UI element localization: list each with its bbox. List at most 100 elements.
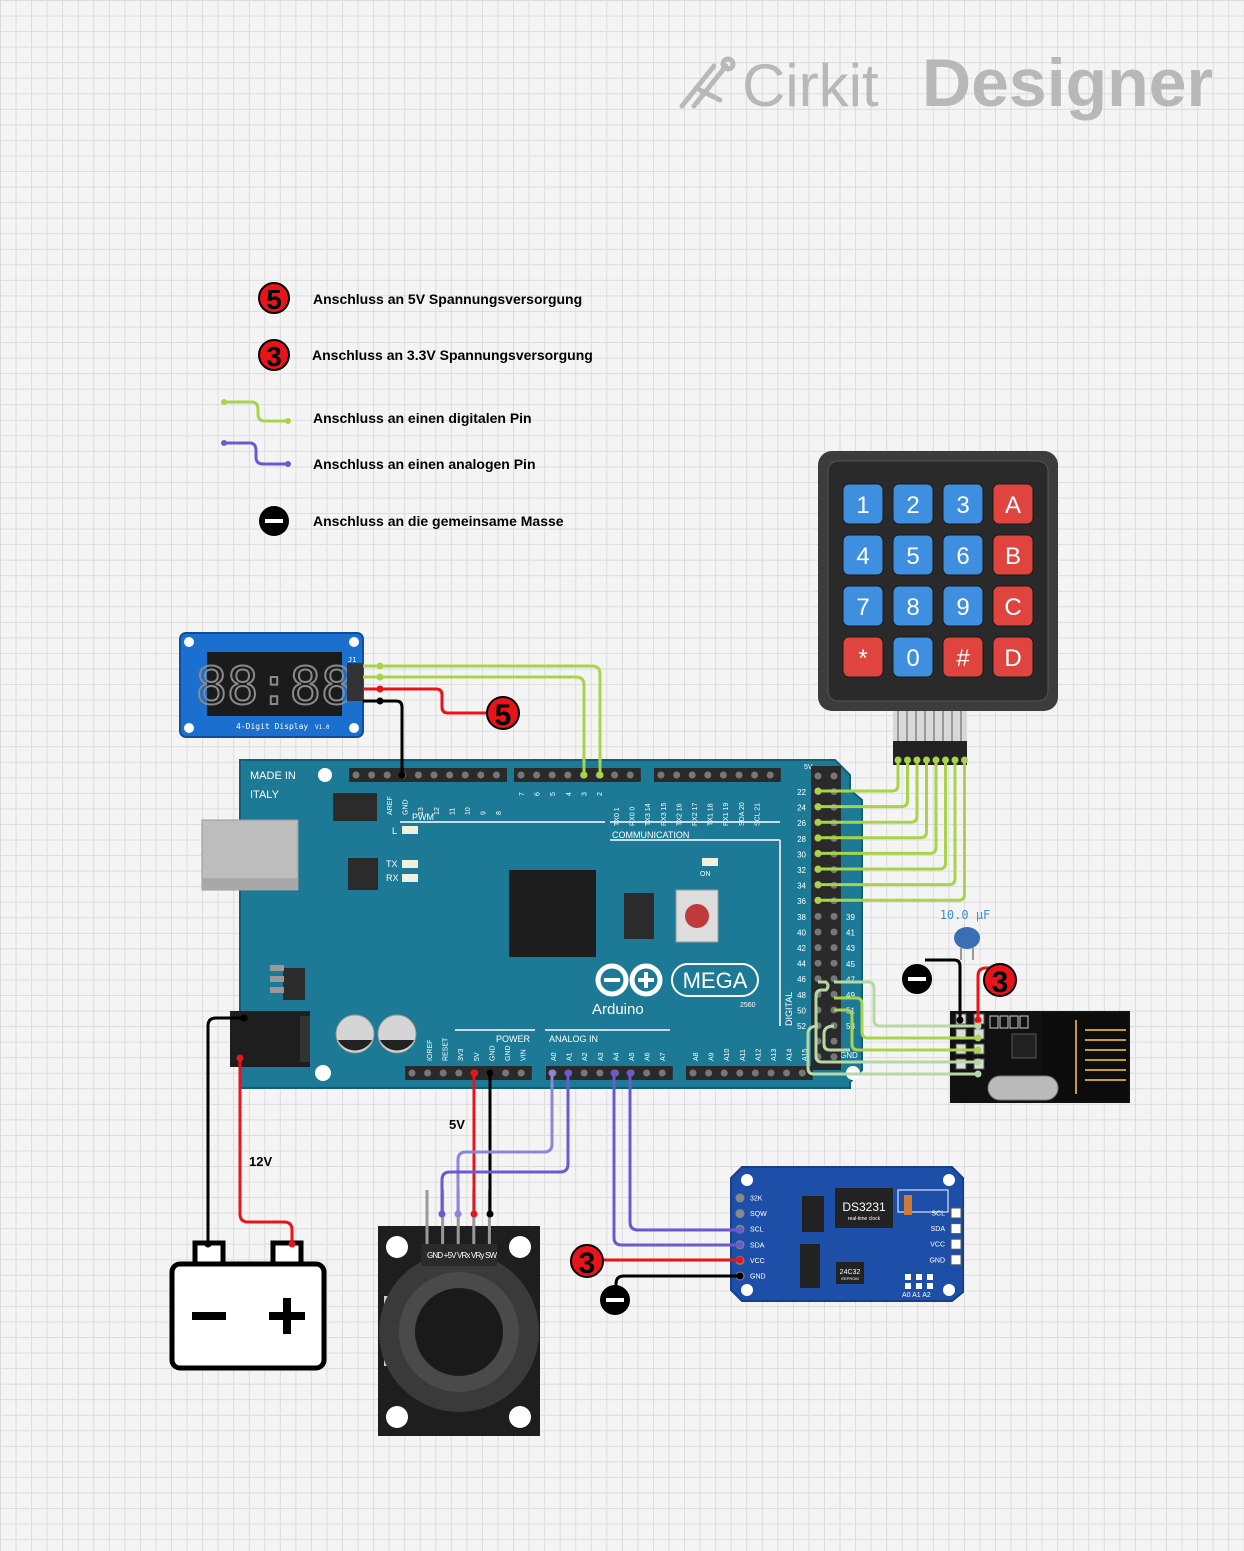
keypad-key-C[interactable]: C [992, 585, 1034, 627]
legend-analog-text: Anschluss an einen analogen Pin [313, 456, 536, 472]
pin-label: GND [403, 799, 410, 815]
rtc-pin-label: VCC [930, 1242, 945, 1249]
pin-label: A13 [771, 1048, 778, 1061]
battery-12v [169, 1240, 327, 1371]
keypad-key-label: 1 [856, 492, 869, 519]
pin-label: 46 [797, 975, 806, 984]
wire-nrf-5 [806, 1024, 978, 1076]
keypad-key-#[interactable]: # [942, 636, 984, 678]
keypad-key-label: 6 [956, 543, 969, 570]
pin-label: 6 [535, 792, 542, 796]
pin-label: A15 [802, 1048, 809, 1061]
pin-label: SDA 20 [739, 802, 746, 826]
rtc-eeprom: 24C32 [840, 1269, 861, 1276]
header-power[interactable] [405, 1066, 532, 1080]
wire-nrf-gnd [925, 958, 962, 1020]
keypad-key-A[interactable]: A [992, 483, 1034, 525]
label-power: POWER [496, 1034, 531, 1044]
label-12v-wire: 12V [249, 1154, 272, 1169]
nrf24-module [950, 1011, 1130, 1103]
keypad-key-3[interactable]: 3 [942, 483, 984, 525]
pin-label: 48 [797, 991, 806, 1000]
pin-label: 10 [465, 807, 472, 815]
joystick-pin-label: GND +5V VRx VRy SW [427, 1251, 497, 1260]
battery-minus-icon [192, 1312, 226, 1320]
legend-5v-marker [258, 282, 290, 314]
keypad-key-9[interactable]: 9 [942, 585, 984, 627]
header-analog-2[interactable] [686, 1066, 813, 1080]
keypad-key-2[interactable]: 2 [892, 483, 934, 525]
keypad-key-5[interactable]: 5 [892, 534, 934, 576]
keypad-key-4[interactable]: 4 [842, 534, 884, 576]
keypad-key-8[interactable]: 8 [892, 585, 934, 627]
four-digit-display: 88:88 4-Digit Display V1.0 J1 [179, 632, 364, 738]
pin-label: 42 [797, 944, 806, 953]
header-top-2[interactable] [514, 768, 641, 782]
marker-3v3-rtc [570, 1244, 604, 1278]
keypad-key-0[interactable]: 0 [892, 636, 934, 678]
wire-nrf-4 [814, 980, 978, 1064]
pin-label: A0 [551, 1052, 558, 1061]
pin-label: 22 [797, 788, 806, 797]
wire-keypad-0 [818, 760, 900, 793]
keypad-key-7[interactable]: 7 [842, 585, 884, 627]
pin-label: A1 [567, 1052, 574, 1061]
wire-dots [204, 662, 982, 1280]
wire-nrf-3 [834, 1008, 978, 1052]
wire-keypad-2 [818, 760, 919, 824]
header-comm[interactable] [654, 768, 781, 782]
wire-battery-minus [206, 1016, 244, 1244]
pin-label: A3 [598, 1052, 605, 1061]
joystick-module: GND +5V VRx VRy SW [378, 1190, 540, 1436]
pin-label: A4 [613, 1052, 620, 1061]
pin-label: RX2 17 [692, 803, 699, 826]
display-pin-header[interactable] [347, 663, 363, 701]
pin-label: A14 [787, 1048, 794, 1061]
pin-label: 4 [566, 792, 573, 796]
wire-rtc-sda [612, 1070, 740, 1247]
pin-label: 32 [797, 866, 806, 875]
wire-display-gnd [363, 699, 404, 775]
pin-label: A9 [709, 1052, 716, 1061]
pin-label: 11 [449, 808, 456, 815]
wire-rtc-gnd [614, 1274, 740, 1298]
rtc-pin-label: GND [929, 1257, 945, 1264]
keypad-key-label: C [1004, 594, 1021, 621]
wire-keypad-7 [818, 760, 966, 902]
display-label: 4-Digit Display [236, 722, 308, 731]
pin-label: 12 [434, 807, 441, 815]
board-country: ITALY [250, 789, 280, 801]
keypad-key-6[interactable]: 6 [942, 534, 984, 576]
keypad-key-label: 7 [856, 594, 869, 621]
pin-label: 13 [418, 807, 425, 815]
header-top-1[interactable] [349, 768, 507, 782]
power-markers: 5 3 3 [486, 696, 1017, 1315]
pin-label: A10 [724, 1048, 731, 1061]
wire-nrf-6 [822, 1024, 850, 1052]
keypad-key-*[interactable]: * [842, 636, 884, 678]
display-header-label: J1 [348, 656, 356, 664]
keypad-key-label: D [1004, 645, 1021, 672]
keypad-key-1[interactable]: 1 [842, 483, 884, 525]
keypad-key-label: 2 [906, 492, 919, 519]
keypad-key-D[interactable]: D [992, 636, 1034, 678]
pin-label: 52 [797, 1022, 806, 1031]
pin-label: A6 [645, 1052, 652, 1061]
keypad-key-B[interactable]: B [992, 534, 1034, 576]
wire-display-vcc [363, 687, 500, 715]
reset-button[interactable] [685, 904, 709, 928]
label-tx: TX [386, 859, 398, 869]
pin-label: VIN [521, 1049, 528, 1061]
pin-label: 43 [846, 944, 855, 953]
pin-label: 7 [519, 792, 526, 796]
pin-label: 26 [797, 819, 806, 828]
pin-label: 9 [481, 811, 488, 815]
keypad-key-label: 3 [956, 492, 969, 519]
wire-joy-vry [440, 1070, 570, 1214]
pin-label: RX3 15 [661, 803, 668, 826]
legend-3v3-marker-label: 3 [266, 341, 282, 372]
